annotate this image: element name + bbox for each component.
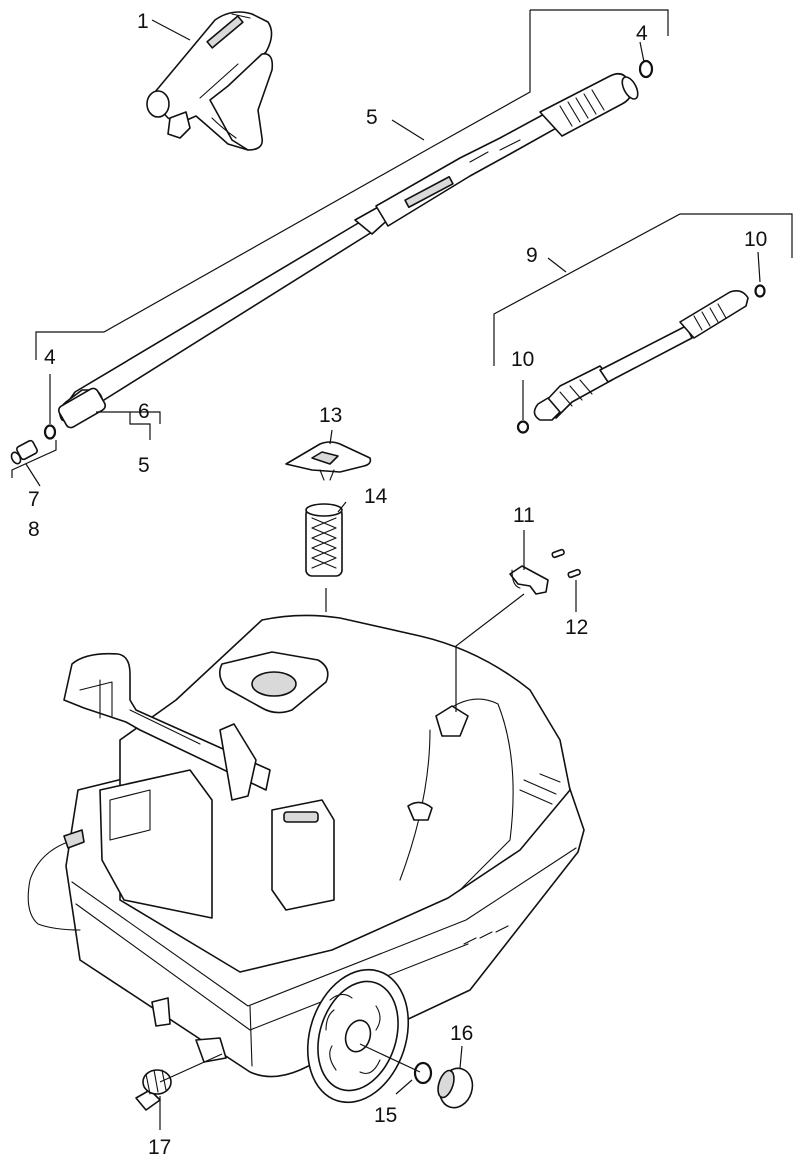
callout-4-top: 4 xyxy=(636,22,648,45)
filter-cartridge xyxy=(305,503,343,577)
callout-6: 6 xyxy=(138,400,150,423)
callout-16: 16 xyxy=(450,1022,473,1045)
callout-9: 9 xyxy=(526,244,538,267)
callout-7: 7 xyxy=(28,488,40,511)
callout-12: 12 xyxy=(565,616,588,639)
callout-8: 8 xyxy=(28,518,40,541)
holder-bracket xyxy=(509,565,549,595)
callout-5-lance: 5 xyxy=(366,106,378,129)
callout-4-bottom: 4 xyxy=(44,346,56,369)
callout-5-nozzle: 5 xyxy=(138,454,150,477)
wheel-cap xyxy=(437,1067,474,1109)
callout-10-top: 10 xyxy=(744,228,767,251)
wheel xyxy=(306,968,410,1104)
callout-10-bottom: 10 xyxy=(511,348,534,371)
callout-17: 17 xyxy=(148,1136,171,1159)
pressure-washer-body xyxy=(27,614,585,1078)
leader-lines xyxy=(11,9,793,1130)
extension-lance xyxy=(533,290,749,421)
washer xyxy=(413,1061,433,1085)
spray-lance xyxy=(57,72,639,429)
pin-lower xyxy=(567,568,581,579)
pin-upper xyxy=(551,548,565,559)
callout-11: 11 xyxy=(513,504,535,527)
o-ring-10-bottom xyxy=(516,420,530,434)
hose-connector xyxy=(135,1069,172,1111)
o-ring-4-top xyxy=(638,59,654,79)
callout-14: 14 xyxy=(364,485,388,508)
callout-13: 13 xyxy=(319,404,342,427)
callout-numbers: 1 4 5 9 10 4 10 6 13 5 7 8 14 11 12 16 1… xyxy=(28,10,767,1159)
callout-1: 1 xyxy=(137,10,149,33)
trigger-gun xyxy=(146,11,274,151)
o-ring-4-bottom xyxy=(43,424,57,440)
filter-cover xyxy=(285,441,372,481)
nozzle xyxy=(10,439,38,465)
o-ring-10-top xyxy=(754,284,766,298)
callout-15: 15 xyxy=(374,1104,397,1127)
